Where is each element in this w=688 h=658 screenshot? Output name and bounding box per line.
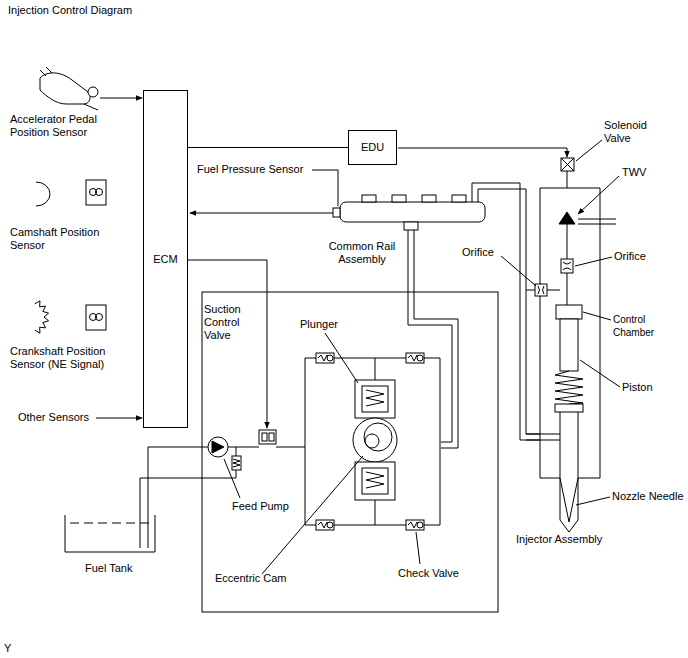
part-label: Accelerator Pedal Position Sensor	[10, 113, 110, 139]
fuel-pipe	[414, 230, 458, 448]
fuel-tank	[65, 515, 155, 552]
diagram-title: Injection Control Diagram	[8, 4, 132, 17]
part-label: Suction Control Valve	[204, 303, 256, 342]
part-label: Other Sensors	[18, 411, 108, 424]
signal-line	[190, 213, 333, 214]
signal-line	[398, 148, 567, 157]
leader-line	[224, 140, 620, 574]
cam-sensor-icon	[36, 180, 106, 206]
part-label: Camshaft Position Sensor	[10, 226, 110, 252]
part-label: Solenoid Valve	[604, 119, 674, 145]
part-label: Plunger	[300, 318, 360, 331]
leader-line	[312, 170, 338, 206]
fuel-level	[70, 523, 149, 524]
part-label: Control Chamber	[613, 313, 673, 339]
fuel-pipe	[408, 230, 452, 442]
control-unit-box: ECM	[143, 90, 188, 428]
unit-name: ECM	[150, 251, 180, 268]
part-label: Feed Pump	[232, 500, 302, 513]
part-label: Crankshaft Position Sensor (NE Signal)	[10, 345, 118, 371]
injector	[526, 158, 616, 532]
signal-line	[96, 418, 142, 419]
part-label: Orifice	[462, 246, 512, 259]
part-label: TWV	[622, 166, 662, 179]
control-unit-box: EDU	[348, 130, 397, 165]
part-label: Fuel Pressure Sensor	[197, 163, 317, 176]
part-label: Eccentric Cam	[215, 572, 305, 585]
part-label: Fuel Tank	[85, 562, 155, 575]
part-label: Orifice	[614, 250, 664, 263]
part-label: Nozzle Needle	[612, 490, 684, 503]
crank-sensor-icon	[35, 301, 106, 333]
part-label: Injector Assembly	[516, 533, 626, 546]
part-label: Y	[4, 642, 24, 655]
common-rail	[333, 195, 485, 230]
part-label: Common Rail Assembly	[318, 240, 406, 266]
unit-name: EDU	[358, 139, 387, 156]
pedal-icon	[40, 67, 142, 110]
part-label: Check Valve	[398, 567, 478, 580]
signal-line	[188, 260, 267, 428]
part-label: Piston	[622, 381, 672, 394]
signal-connector	[188, 147, 348, 148]
pump-housing	[202, 292, 498, 612]
